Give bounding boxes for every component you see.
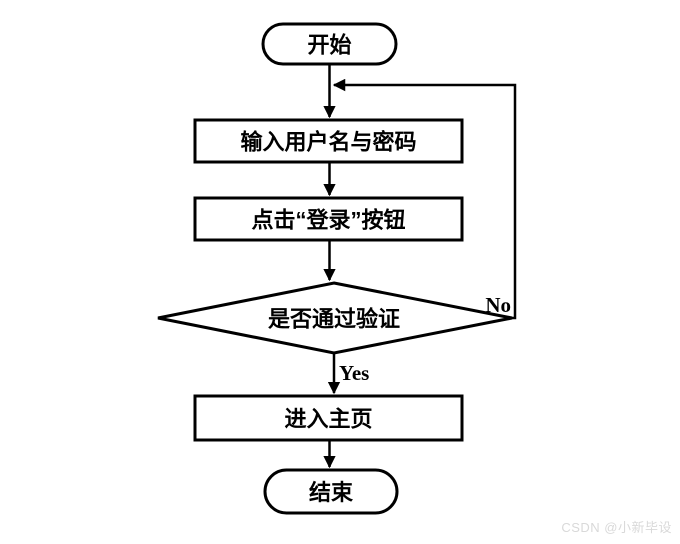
start-node-label: 开始 (307, 33, 351, 58)
input-credentials-process-node (193, 118, 464, 164)
verify-label: 是否通过验证 (268, 307, 400, 332)
yes-edge-label: Yes (339, 361, 369, 385)
start-terminator-node (261, 22, 398, 66)
end-terminator-node (263, 468, 399, 515)
enter-home-process-node (193, 394, 464, 442)
end-node-label: 结束 (309, 480, 354, 505)
click-login-process-node (193, 196, 464, 242)
verify-decision-node (157, 281, 513, 355)
no-edge-label: No (485, 293, 511, 317)
input-credentials-label: 输入用户名与密码 (240, 130, 416, 155)
click-login-label: 点击“登录”按钮 (251, 208, 405, 233)
enter-home-label: 进入主页 (284, 407, 372, 432)
csdn-watermark: CSDN @小新毕设 (561, 520, 672, 535)
edge-no-loopback (332, 78, 517, 320)
